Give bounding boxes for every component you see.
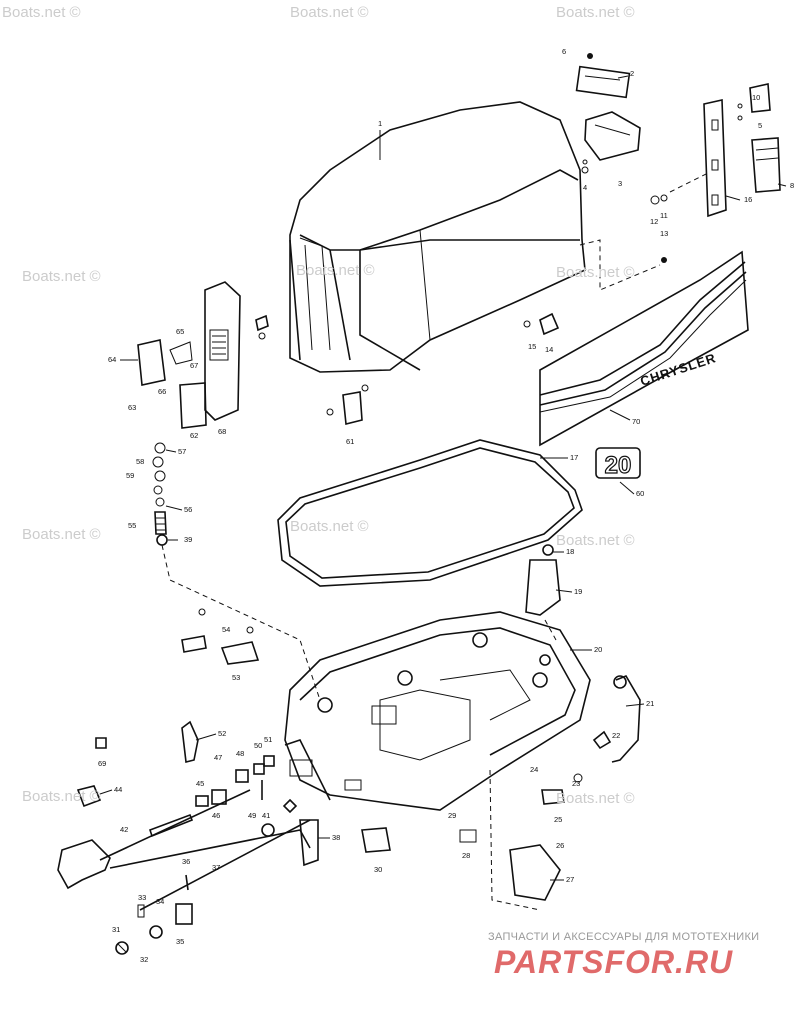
callout-labels: 1 2 3 4 5 6 8 10 11 12 13 14 15 16 17 18…	[98, 47, 794, 964]
callout-19: 19	[574, 587, 582, 596]
watermark: Boats.net ©	[556, 4, 635, 21]
callout-26: 26	[556, 841, 564, 850]
watermark: Boats.net ©	[296, 262, 375, 279]
callout-57: 57	[178, 447, 186, 456]
callout-42: 42	[120, 825, 128, 834]
callout-49: 49	[248, 811, 256, 820]
callout-11: 11	[660, 211, 668, 220]
callout-14: 14	[545, 345, 553, 354]
watermark: Boats.net ©	[290, 518, 369, 535]
callout-2: 2	[630, 69, 634, 78]
callout-24: 24	[530, 765, 538, 774]
callout-20: 20	[594, 645, 602, 654]
callout-6: 6	[562, 47, 566, 56]
callout-22: 22	[612, 731, 620, 740]
callout-69: 69	[98, 759, 106, 768]
right-lower-parts	[459, 544, 641, 911]
lower-pan	[284, 611, 591, 811]
seal-gasket	[277, 439, 583, 587]
callout-47: 47	[214, 753, 222, 762]
callout-50: 50	[254, 741, 262, 750]
callout-44: 44	[114, 785, 122, 794]
callout-59: 59	[126, 471, 134, 480]
callout-27: 27	[566, 875, 574, 884]
callout-65: 65	[176, 327, 184, 336]
callout-58: 58	[136, 457, 144, 466]
watermark: Boats.net ©	[2, 4, 81, 21]
callout-12: 12	[650, 217, 658, 226]
callout-13: 13	[660, 229, 668, 238]
decal-brand-text: CHRYSLER	[638, 350, 718, 389]
callout-63: 63	[128, 403, 136, 412]
callout-1: 1	[378, 119, 382, 128]
watermark: Boats.net ©	[22, 526, 101, 543]
watermark: Boats.net ©	[556, 532, 635, 549]
callout-64: 64	[108, 355, 116, 364]
callout-17: 17	[570, 453, 578, 462]
callout-37: 37	[212, 863, 220, 872]
callout-67: 67	[190, 361, 198, 370]
callout-38: 38	[332, 833, 340, 842]
lower-left-controls	[57, 720, 391, 955]
callout-28: 28	[462, 851, 470, 860]
watermark: Boats.net ©	[556, 790, 635, 807]
watermark: Boats.net ©	[290, 4, 369, 21]
callout-23: 23	[572, 779, 580, 788]
watermark: Boats.net ©	[556, 264, 635, 281]
callout-66: 66	[158, 387, 166, 396]
callout-5: 5	[758, 121, 762, 130]
misc-small-parts	[181, 312, 560, 665]
hp-decal: 20	[595, 447, 641, 480]
callout-31: 31	[112, 925, 120, 934]
callout-30: 30	[374, 865, 382, 874]
callout-34: 34	[156, 897, 164, 906]
callout-56: 56	[184, 505, 192, 514]
callout-10: 10	[752, 93, 760, 102]
callout-68: 68	[218, 427, 226, 436]
engine-cover	[289, 101, 586, 373]
callout-61: 61	[346, 437, 354, 446]
callout-70: 70	[632, 417, 640, 426]
callout-16: 16	[744, 195, 752, 204]
callout-60: 60	[636, 489, 644, 498]
callout-3: 3	[618, 179, 622, 188]
callout-48: 48	[236, 749, 244, 758]
callout-35: 35	[176, 937, 184, 946]
upper-right-parts	[575, 53, 781, 291]
footer-logo: PARTSFOR.RU	[494, 944, 734, 980]
callout-55: 55	[128, 521, 136, 530]
callout-51: 51	[264, 735, 272, 744]
callout-29: 29	[448, 811, 456, 820]
callout-25: 25	[554, 815, 562, 824]
callout-36: 36	[182, 857, 190, 866]
footer-tagline: ЗАПЧАСТИ И АКСЕССУАРЫ ДЛЯ МОТОТЕХНИКИ	[488, 931, 760, 943]
callout-45: 45	[196, 779, 204, 788]
callout-32: 32	[140, 955, 148, 964]
callout-52: 52	[218, 729, 226, 738]
callout-53: 53	[232, 673, 240, 682]
decal-hp-text: 20	[605, 452, 632, 479]
callout-41: 41	[262, 811, 270, 820]
leader-lines	[99, 75, 787, 881]
callout-21: 21	[646, 699, 654, 708]
callout-4: 4	[583, 183, 587, 192]
callout-39: 39	[184, 535, 192, 544]
callout-15: 15	[528, 342, 536, 351]
watermark: Boats.net ©	[22, 268, 101, 285]
callout-18: 18	[566, 547, 574, 556]
callout-46: 46	[212, 811, 220, 820]
left-side-parts	[137, 281, 321, 701]
callout-8: 8	[790, 181, 794, 190]
watermark: Boats.net ©	[22, 788, 101, 805]
callout-62: 62	[190, 431, 198, 440]
callout-33: 33	[138, 893, 146, 902]
callout-54: 54	[222, 625, 230, 634]
